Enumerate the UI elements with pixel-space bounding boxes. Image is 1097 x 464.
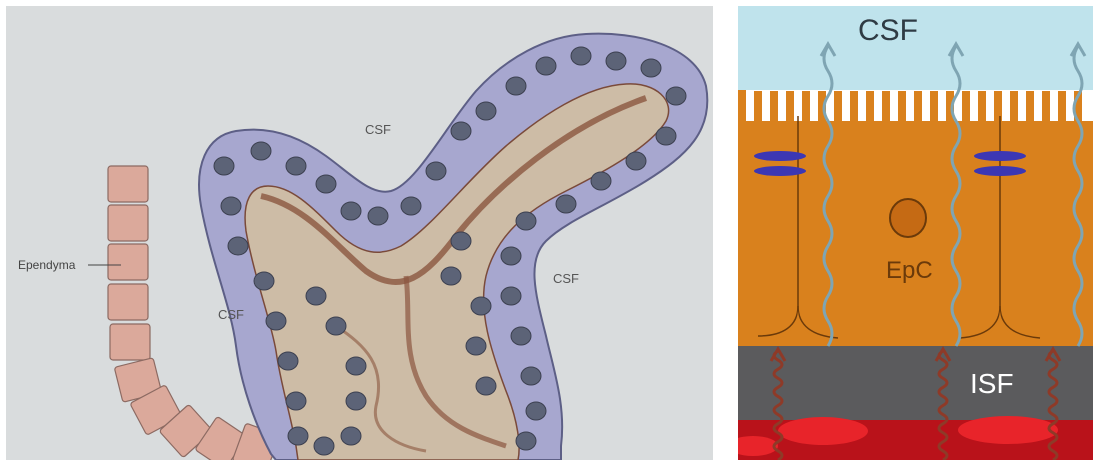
cell-nucleus — [221, 197, 241, 215]
label-csf-top: CSF — [365, 122, 391, 137]
cell-nucleus — [451, 122, 471, 140]
cell-nucleus — [316, 175, 336, 193]
cell-nucleus — [506, 77, 526, 95]
red-blood-cell — [778, 417, 868, 445]
cell-nucleus — [511, 327, 531, 345]
cell-nucleus — [286, 392, 306, 410]
ependymal-cell — [110, 324, 150, 360]
tight-junction — [754, 151, 806, 161]
cell-nucleus — [314, 437, 334, 455]
label-ependyma: Ependyma — [18, 258, 76, 272]
cell-nucleus — [666, 87, 686, 105]
cell-nucleus — [254, 272, 274, 290]
cell-nucleus — [626, 152, 646, 170]
cell-nucleus — [476, 377, 496, 395]
cell-nucleus — [401, 197, 421, 215]
ependymal-cell — [108, 166, 148, 202]
cell-nucleus — [521, 367, 541, 385]
cell-nucleus — [266, 312, 286, 330]
tight-junction — [754, 166, 806, 176]
cell-nucleus — [278, 352, 298, 370]
cell-nucleus — [441, 267, 461, 285]
cell-nucleus — [426, 162, 446, 180]
cell-nucleus — [591, 172, 611, 190]
cell-nucleus — [556, 195, 576, 213]
cell-nucleus — [346, 392, 366, 410]
cell-nucleus — [606, 52, 626, 70]
cell-nucleus — [306, 287, 326, 305]
epithelial-nucleus — [890, 199, 926, 237]
red-blood-cell — [958, 416, 1058, 444]
tight-junction — [974, 151, 1026, 161]
ependymal-cell — [108, 244, 148, 280]
cell-nucleus — [471, 297, 491, 315]
cell-nucleus — [341, 202, 361, 220]
cell-nucleus — [501, 287, 521, 305]
label-epc: EpC — [886, 257, 933, 284]
cell-nucleus — [501, 247, 521, 265]
label-isf: ISF — [970, 368, 1014, 399]
label-csf-right: CSF — [553, 271, 579, 286]
cell-nucleus — [286, 157, 306, 175]
cell-nucleus — [641, 59, 661, 77]
cell-nucleus — [251, 142, 271, 160]
cell-nucleus — [516, 212, 536, 230]
cell-nucleus — [526, 402, 546, 420]
label-csf: CSF — [858, 14, 918, 47]
csf-microvilli-gap — [738, 84, 1093, 90]
label-csf-left: CSF — [218, 307, 244, 322]
csf-barrier-schematic: CSF EpC ISF — [738, 6, 1093, 460]
cell-nucleus — [288, 427, 308, 445]
isf-region — [738, 342, 1093, 422]
choroid-plexus-illustration: CSF CSF CSF Ependyma — [6, 6, 713, 460]
cell-nucleus — [341, 427, 361, 445]
tight-junction — [974, 166, 1026, 176]
cell-nucleus — [214, 157, 234, 175]
cell-nucleus — [466, 337, 486, 355]
cell-nucleus — [346, 357, 366, 375]
ependymal-cell — [108, 284, 148, 320]
ependymal-cell — [108, 205, 148, 241]
cell-nucleus — [228, 237, 248, 255]
cell-nucleus — [571, 47, 591, 65]
cell-nucleus — [516, 432, 536, 450]
cell-nucleus — [368, 207, 388, 225]
cell-nucleus — [656, 127, 676, 145]
cell-nucleus — [476, 102, 496, 120]
cell-nucleus — [326, 317, 346, 335]
cell-nucleus — [536, 57, 556, 75]
cell-nucleus — [451, 232, 471, 250]
